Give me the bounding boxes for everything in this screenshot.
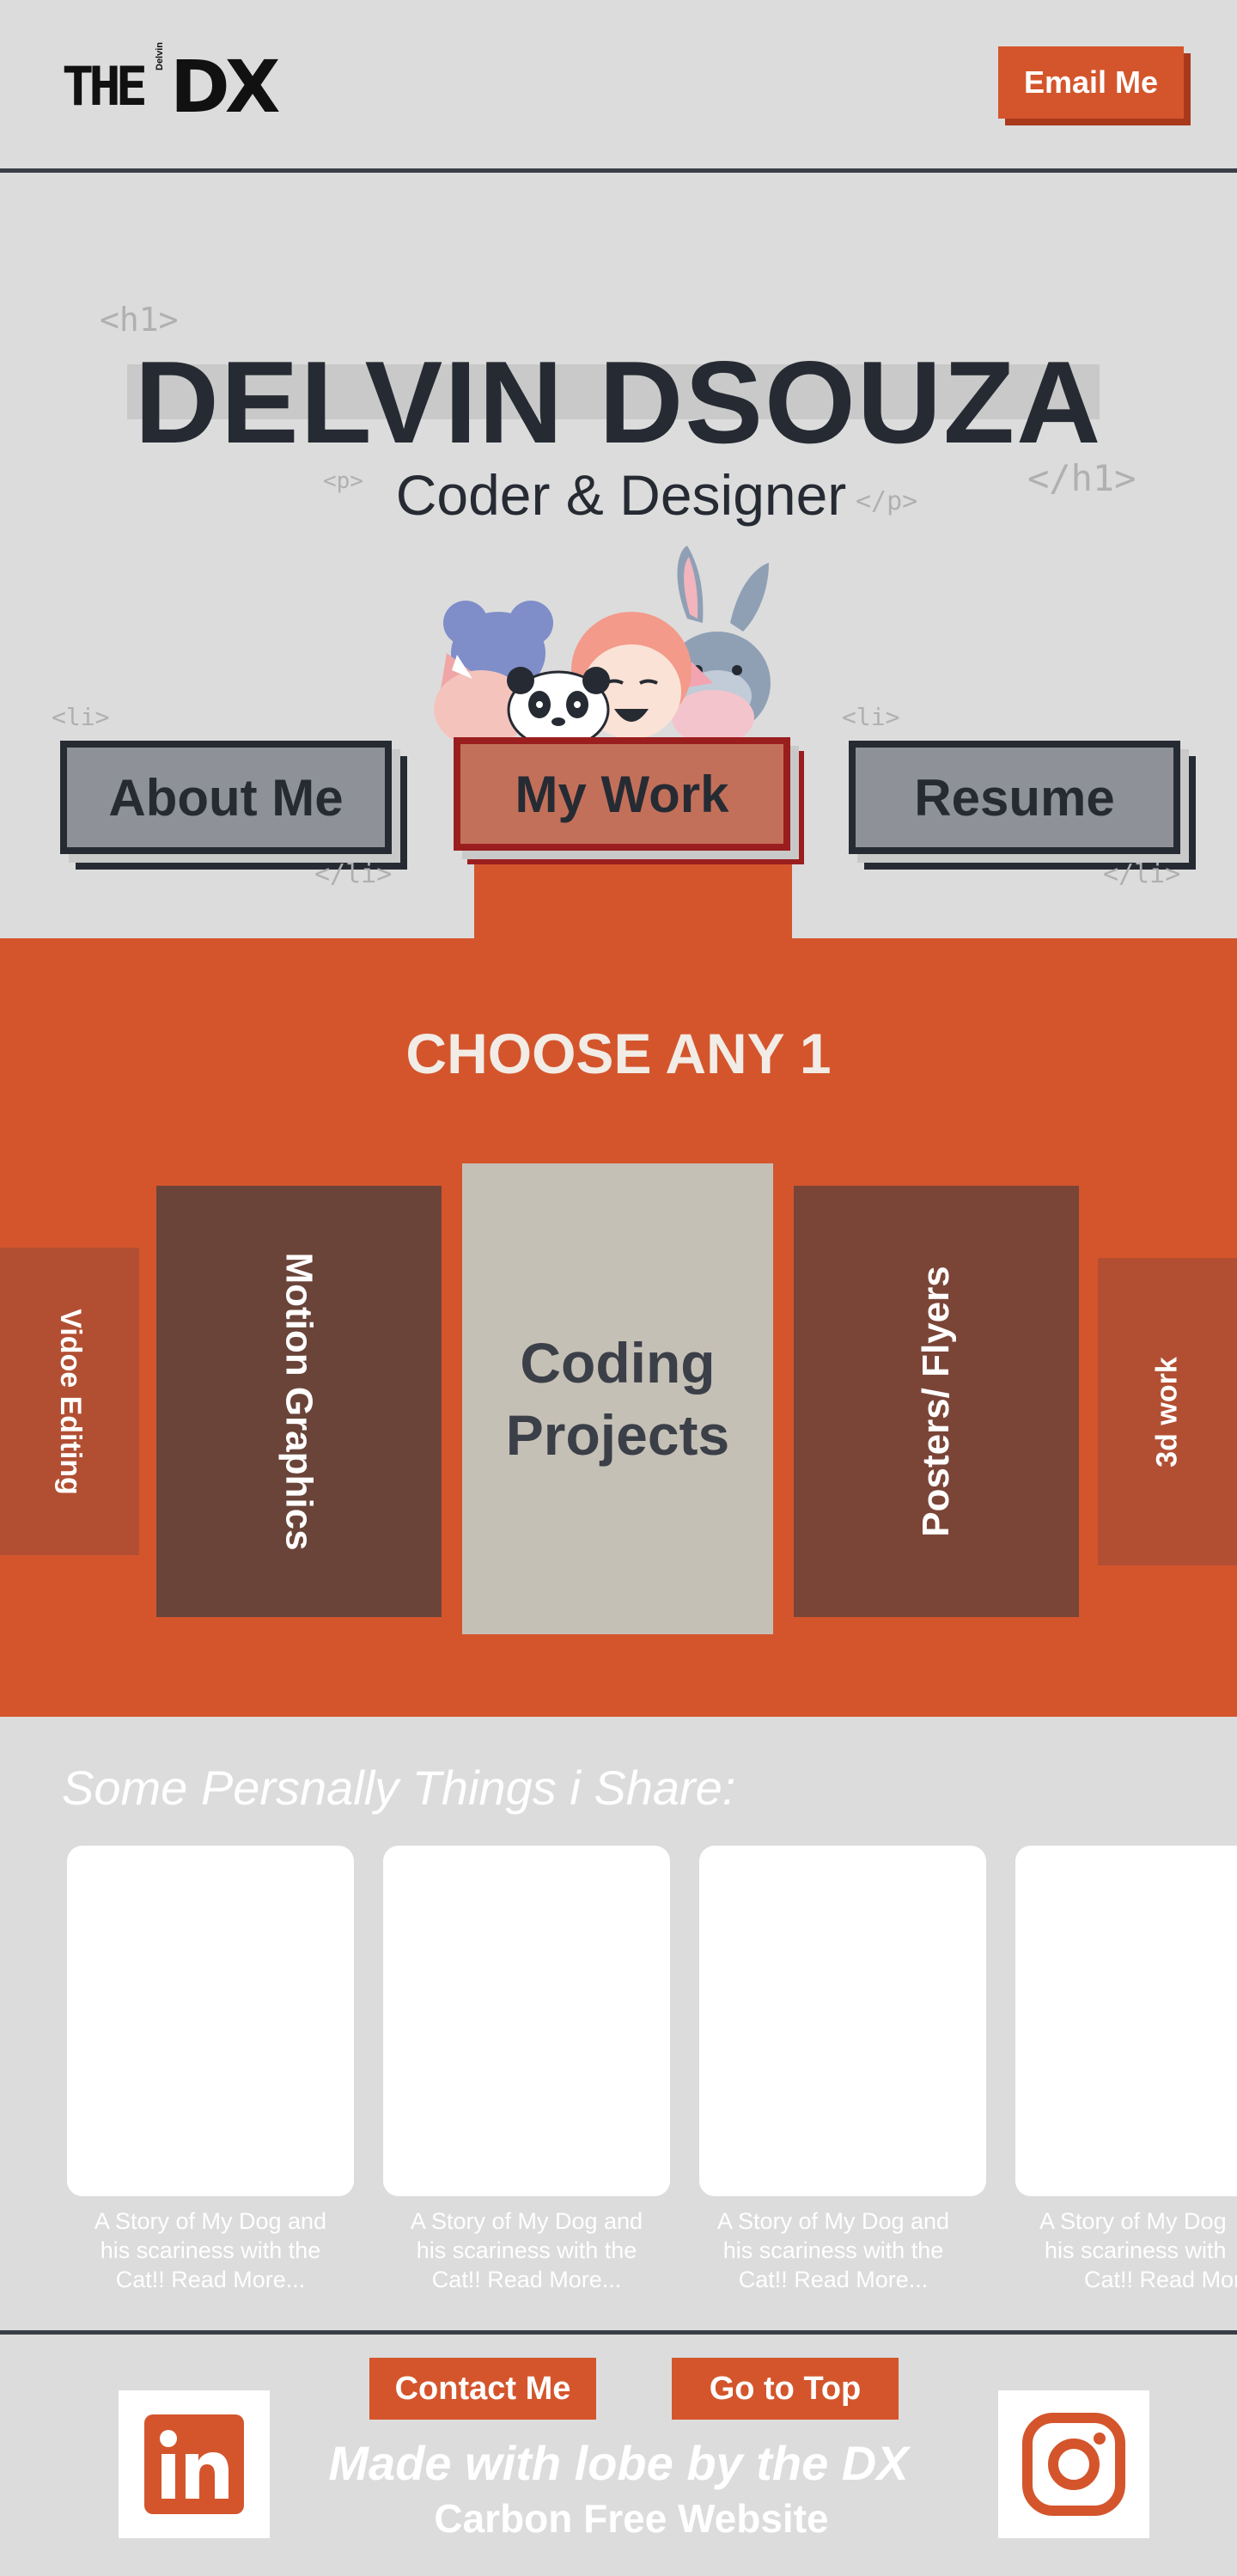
hero-name: DELVIN DSOUZA <box>134 337 1103 467</box>
share-caption-4[interactable]: A Story of My Dog his scariness with Cat… <box>1022 2207 1237 2294</box>
work-section-title: CHOOSE ANY 1 <box>405 1022 832 1085</box>
share-caption-2-l3: Cat!! Read More... <box>431 2267 622 2292</box>
card-video-editing-label: Vidoe Editing <box>53 1308 87 1495</box>
share-caption-4-l1: A Story of My Dog <box>1039 2208 1227 2234</box>
header-divider <box>0 168 1237 173</box>
nav-about-me-button[interactable]: About Me <box>60 741 392 854</box>
share-caption-1-l1: A Story of My Dog and <box>94 2208 327 2234</box>
card-motion-graphics[interactable]: Motion Graphics <box>156 1186 442 1617</box>
name-highlight <box>127 364 1100 419</box>
share-card-2[interactable] <box>383 1846 670 2196</box>
share-caption-3-l3: Cat!! Read More... <box>738 2267 929 2292</box>
share-caption-1-l2: his scariness with the <box>100 2237 321 2263</box>
share-card-4[interactable] <box>1015 1846 1237 2196</box>
nav-my-work-button[interactable]: My Work <box>454 737 790 851</box>
card-coding-projects[interactable]: Coding Projects <box>462 1163 773 1634</box>
card-posters-flyers-label: Posters/ Flyers <box>915 1266 957 1537</box>
li-open-tag-right: <li> <box>842 703 900 731</box>
card-coding-label-line1: Coding <box>520 1331 716 1395</box>
footer-divider <box>0 2330 1237 2335</box>
logo-dx: DX <box>170 45 280 129</box>
share-section-title: Some Persnally Things i Share: <box>62 1761 736 1815</box>
contact-me-button[interactable]: Contact Me <box>369 2358 596 2420</box>
card-motion-graphics-label: Motion Graphics <box>278 1252 320 1551</box>
card-posters-flyers[interactable]: Posters/ Flyers <box>794 1186 1079 1617</box>
instagram-link[interactable] <box>998 2390 1149 2538</box>
p-open-tag: <p> <box>323 468 363 494</box>
card-3d-work[interactable]: 3d work <box>1098 1258 1237 1566</box>
share-caption-3-l2: his scariness with the <box>722 2237 944 2263</box>
go-to-top-button[interactable]: Go to Top <box>672 2358 899 2420</box>
card-video-editing[interactable]: Vidoe Editing <box>0 1248 139 1555</box>
share-caption-1[interactable]: A Story of My Dog and his scariness with… <box>73 2207 348 2294</box>
card-3d-work-label: 3d work <box>1150 1356 1184 1468</box>
logo-delvin: Delvin <box>155 41 165 70</box>
share-caption-2-l1: A Story of My Dog and <box>410 2208 643 2234</box>
share-caption-1-l3: Cat!! Read More... <box>115 2267 306 2292</box>
share-caption-2-l2: his scariness with the <box>416 2237 637 2263</box>
li-close-tag-left: </li> <box>314 859 393 889</box>
share-card-3[interactable] <box>699 1846 986 2196</box>
share-caption-2[interactable]: A Story of My Dog and his scariness with… <box>389 2207 664 2294</box>
share-caption-3-l1: A Story of My Dog and <box>716 2208 950 2234</box>
nav-resume-button[interactable]: Resume <box>849 741 1180 854</box>
h1-close-tag: </h1> <box>1027 457 1136 499</box>
hero-subtitle: Coder & Designer <box>395 463 847 527</box>
li-close-tag-right: </li> <box>1103 859 1181 889</box>
p-close-tag: </p> <box>856 486 918 516</box>
share-caption-4-l2: his scariness with <box>1045 2237 1227 2263</box>
li-open-tag-left: <li> <box>52 703 110 731</box>
carbon-free-text: Carbon Free Website <box>434 2496 829 2541</box>
share-card-1[interactable] <box>67 1846 354 2196</box>
card-coding-label-line2: Projects <box>505 1403 730 1467</box>
share-caption-3[interactable]: A Story of My Dog and his scariness with… <box>696 2207 971 2294</box>
logo-the: THE <box>62 55 148 118</box>
h1-open-tag: <h1> <box>100 301 179 339</box>
email-me-button[interactable]: Email Me <box>998 46 1184 119</box>
animals-illustration <box>434 546 771 739</box>
linkedin-icon <box>144 2414 244 2514</box>
instagram-icon <box>1022 2413 1125 2516</box>
logo[interactable]: THE Delvin DX <box>62 41 280 131</box>
share-caption-4-l3: Cat!! Read More <box>1084 2267 1237 2292</box>
my-work-tab-stem <box>474 851 792 945</box>
linkedin-link[interactable] <box>119 2390 270 2538</box>
made-with-text: Made with lobe by the DX <box>328 2436 909 2490</box>
